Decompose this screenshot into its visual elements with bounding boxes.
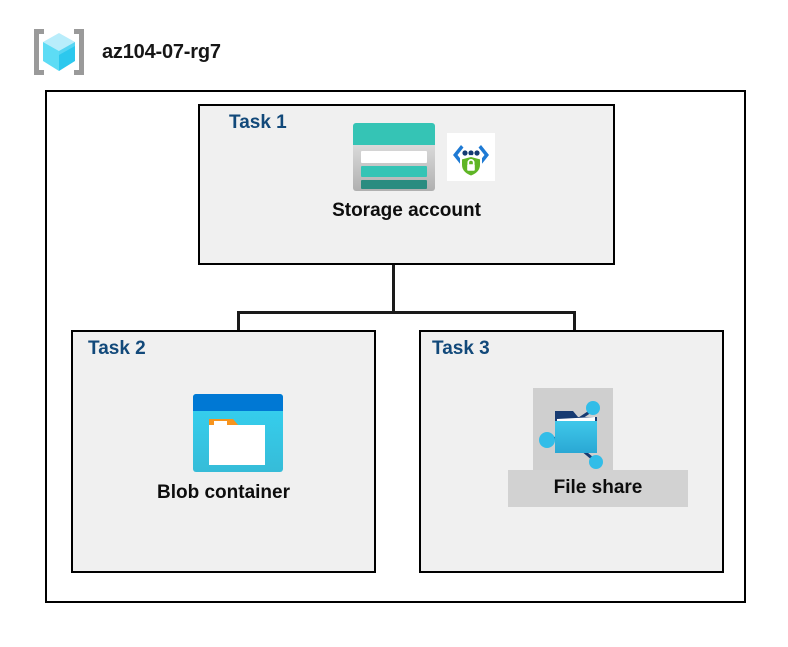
file-share-label-highlight xyxy=(508,470,688,507)
blob-container-icon[interactable] xyxy=(192,393,284,478)
blob-container-label: Blob container xyxy=(156,482,290,503)
task-3-label: Task 3 xyxy=(432,338,490,359)
connector-storage-to-branch xyxy=(392,265,395,313)
resource-group-header: az104-07-rg7 xyxy=(30,26,221,78)
task-1-label: Task 1 xyxy=(229,112,287,133)
resource-group-title: az104-07-rg7 xyxy=(102,40,221,63)
task-2-label: Task 2 xyxy=(88,338,146,359)
storage-account-icon[interactable] xyxy=(352,122,436,197)
storage-account-label: Storage account xyxy=(332,200,481,221)
connector-branch-bar xyxy=(237,311,576,314)
file-share-label: File share xyxy=(553,477,643,498)
file-share-icon[interactable] xyxy=(533,393,613,480)
api-security-icon[interactable] xyxy=(447,133,495,186)
resource-group-icon xyxy=(30,26,88,78)
